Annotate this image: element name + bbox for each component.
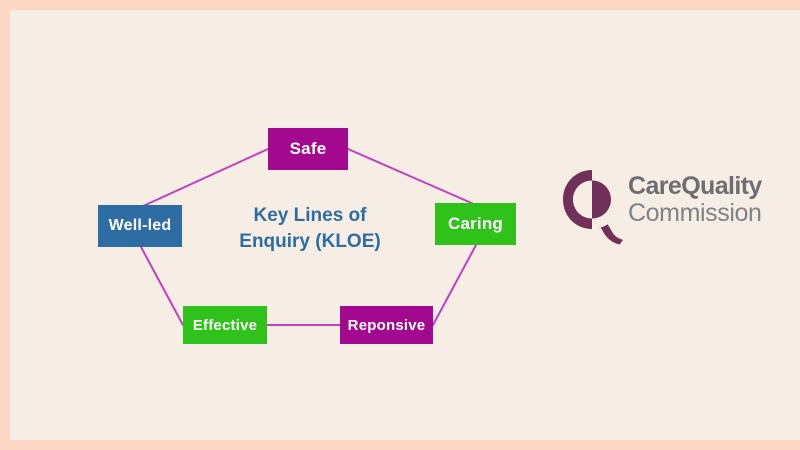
frame-strip-bottom: [0, 440, 800, 450]
node-reponsive-label: Reponsive: [347, 316, 426, 334]
edge-caring-to-reponsive: [432, 244, 477, 326]
cqc-wordmark-line-1: CareQuality: [628, 172, 762, 200]
edge-effective-to-wellled: [140, 246, 184, 326]
node-caring-label: Caring: [447, 214, 504, 233]
node-wellled[interactable]: Well-led: [98, 205, 182, 247]
node-wellled-label: Well-led: [108, 217, 172, 234]
node-reponsive[interactable]: Reponsive: [340, 306, 433, 344]
center-title-line-2: Enquiry (KLOE): [239, 231, 381, 252]
center-title: Key Lines of Enquiry (KLOE): [210, 203, 410, 255]
node-effective[interactable]: Effective: [183, 306, 267, 344]
node-caring[interactable]: Caring: [435, 203, 516, 245]
cqc-q-mark-icon: [563, 170, 623, 245]
frame-strip-left: [0, 0, 10, 450]
frame-strip-top: [0, 0, 800, 10]
node-safe-label: Safe: [289, 139, 327, 158]
node-safe[interactable]: Safe: [268, 128, 348, 170]
node-effective-label: Effective: [192, 316, 258, 334]
edge-wellled-to-safe: [140, 148, 269, 208]
center-title-line-1: Key Lines of: [253, 205, 367, 226]
cqc-wordmark-line-2: Commission: [628, 199, 762, 227]
edge-safe-to-caring: [347, 148, 477, 206]
cqc-wordmark: CareQuality Commission: [628, 174, 762, 226]
cqc-logo: CareQuality Commission: [562, 168, 784, 250]
